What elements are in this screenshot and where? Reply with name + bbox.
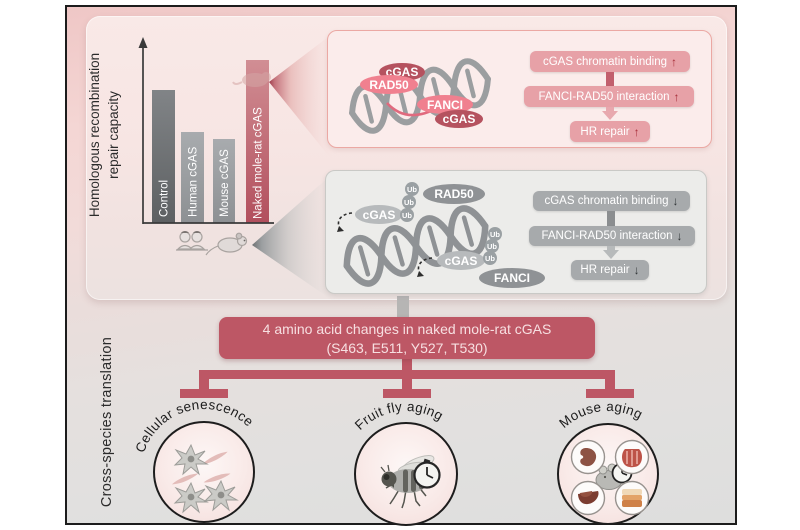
branch-cap-center <box>383 389 431 398</box>
rad50-oval-label: RAD50 <box>369 77 409 92</box>
branch-drop-center <box>402 378 412 390</box>
bar-mouse-cgas: Mouse cGAS <box>213 139 235 223</box>
fanci-oval-label: FANCI <box>427 97 463 112</box>
skin-layers-icon <box>622 489 642 507</box>
flow-box3-label: HR repair <box>580 125 630 138</box>
flow-box-chromatin-binding-down: cGAS chromatin binding↓ <box>533 191 690 211</box>
y-axis-label-line1: Homologous recombination <box>87 52 102 218</box>
bar-label-mouse: Mouse cGAS <box>219 149 231 217</box>
branch-drop-right <box>605 378 615 390</box>
outcome-circle-fruit-fly <box>354 422 458 526</box>
flow-arrow-stem <box>607 246 615 250</box>
bar-label-human: Human cGAS <box>188 146 200 217</box>
ubiquitin-badge: Ub <box>483 251 497 265</box>
down-arrow-icon: ↓ <box>672 194 679 208</box>
ub-label: Ub <box>490 229 500 239</box>
fanci-oval: FANCI <box>479 268 545 288</box>
fanci-oval: FANCI <box>417 95 473 114</box>
flow-box1-label: cGAS chromatin binding <box>544 195 669 207</box>
liver-icon <box>578 491 599 505</box>
flow-box3-label: HR repair <box>580 264 630 276</box>
down-arrow-icon: ↓ <box>676 229 683 243</box>
cgas-oval-released-mid: cGAS <box>437 251 485 270</box>
branch-horizontal-bar <box>199 370 615 379</box>
ub-label: Ub <box>407 184 417 194</box>
ub-label: Ub <box>485 253 495 263</box>
up-arrow-icon: ↑ <box>673 89 680 104</box>
flow-box-chromatin-binding-up: cGAS chromatin binding ↑ <box>530 51 690 72</box>
cross-species-label: Cross-species translation <box>99 318 119 526</box>
ub-label: Ub <box>404 197 414 207</box>
y-axis-label-line2: repair capacity <box>106 91 121 179</box>
fanci-label: FANCI <box>494 271 530 285</box>
cross-species-label-text: Cross-species translation <box>99 336 115 508</box>
flow-connector <box>606 72 614 86</box>
branch-cap-right <box>586 389 634 398</box>
ubiquitin-badge: Ub <box>485 239 499 253</box>
mutation-box: 4 amino acid changes in naked mole-rat c… <box>219 317 595 359</box>
kidney-icon <box>580 448 597 467</box>
ub-label: Ub <box>402 210 412 220</box>
ubiquitin-badge: Ub <box>400 208 414 222</box>
rad50-oval: RAD50 <box>360 75 418 94</box>
zoom-wedges <box>252 34 332 300</box>
ubiquitin-badge: Ub <box>488 227 502 241</box>
bar-chart: Control Human cGAS Mouse cGAS Naked mole… <box>138 37 274 256</box>
figure-frame: Homologous recombination repair capacity… <box>65 5 737 526</box>
panel-connector <box>397 296 409 320</box>
ubiquitin-badge: Ub <box>402 195 416 209</box>
bar-label-control: Control <box>159 180 171 217</box>
flow-box-fanci-rad50-up: FANCI-RAD50 interaction↑ <box>524 86 694 107</box>
flow-box2-label: FANCI-RAD50 interaction <box>538 90 670 103</box>
cgas-left-label: cGAS <box>362 207 396 222</box>
cgas-oval-bottom: cGAS <box>435 110 483 128</box>
cgas-mid-label: cGAS <box>444 253 478 268</box>
y-axis-arrowhead <box>138 37 148 48</box>
mouse-aging-icon <box>570 439 650 516</box>
ubiquitin-badge: Ub <box>405 182 419 196</box>
mutation-line2: (S463, E511, Y527, T530) <box>326 340 488 356</box>
outcome-circle-mouse-aging <box>557 423 659 525</box>
up-arrow-icon: ↑ <box>671 54 677 69</box>
branch-cap-left <box>180 389 228 398</box>
flow-box2-label: FANCI-RAD50 interaction <box>541 230 673 242</box>
branch-drop-left <box>199 378 209 390</box>
flow-arrow-stem <box>606 107 614 111</box>
bar-label-nmr: Naked mole-rat cGAS <box>253 107 265 219</box>
naked-mole-rat-icon <box>232 72 271 87</box>
nmr-mechanism-box: cGAS RAD50 FANCI cGAS cGAS chromatin bin… <box>327 30 712 148</box>
branch-stem-center <box>402 358 412 372</box>
outcome-circle-senescence <box>153 421 255 523</box>
senescent-cells-icon <box>171 443 239 514</box>
down-arrowhead-icon <box>603 250 619 259</box>
y-axis-label: Homologous recombination repair capacity <box>85 25 125 245</box>
ub-label: Ub <box>487 241 497 251</box>
mouse-icon <box>205 232 248 256</box>
flow-connector <box>607 211 615 226</box>
flow-box1-label: cGAS chromatin binding <box>542 55 667 68</box>
release-arrow-icon <box>417 257 433 277</box>
release-arrow-icon <box>337 212 353 232</box>
bar-naked-mole-rat-cgas: Naked mole-rat cGAS <box>232 60 271 223</box>
bar-human-cgas: Human cGAS <box>181 132 204 223</box>
fruit-fly-icon <box>380 455 441 509</box>
rad50-label: RAD50 <box>434 187 474 201</box>
bar-control: Control <box>152 90 175 223</box>
rad50-oval: RAD50 <box>423 184 485 204</box>
down-arrow-icon: ↓ <box>633 263 640 277</box>
zoom-wedge-gray <box>252 174 332 300</box>
mutation-line1: 4 amino acid changes in naked mole-rat c… <box>262 321 552 337</box>
intestine-icon <box>622 449 642 468</box>
flow-box-fanci-rad50-down: FANCI-RAD50 interaction↓ <box>529 226 695 246</box>
clock-icon <box>413 458 441 489</box>
cgas-oval-released-left: cGAS <box>355 205 403 224</box>
human-couple-icon <box>176 231 208 251</box>
flow-box-hr-repair-down: HR repair↓ <box>571 260 649 280</box>
cgas-oval-bottom-label: cGAS <box>442 112 476 126</box>
up-arrow-icon: ↑ <box>633 124 640 139</box>
down-arrowhead-icon <box>602 111 618 120</box>
other-species-mechanism-box: cGAS Ub Ub Ub RAD50 cGAS Ub Ub Ub FANCI … <box>325 170 707 294</box>
zoom-wedge-pink <box>269 34 332 160</box>
flow-box-hr-repair-up: HR repair↑ <box>570 121 650 142</box>
